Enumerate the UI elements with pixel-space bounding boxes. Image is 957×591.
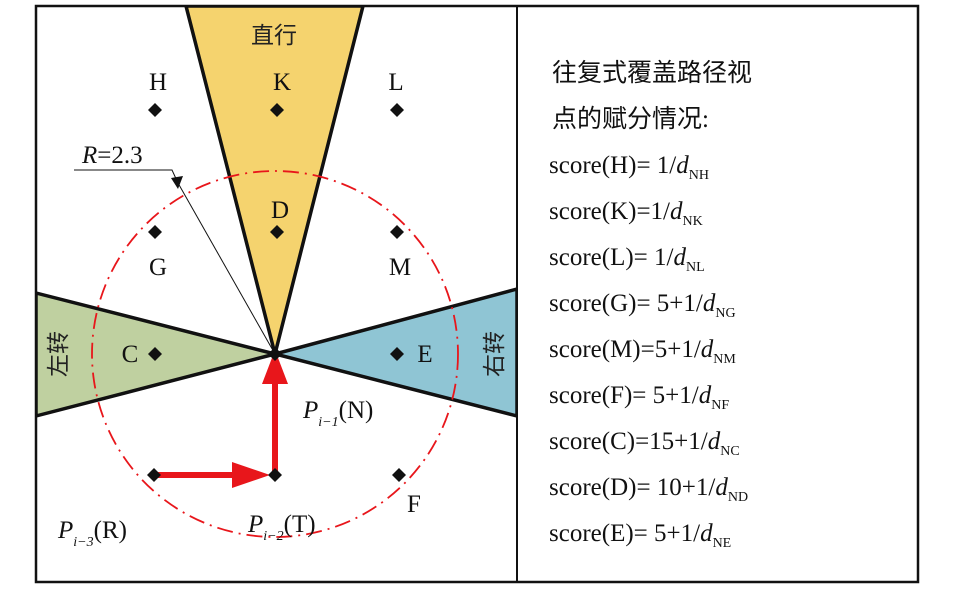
point-label-e: E (417, 341, 432, 368)
radius-line (177, 182, 276, 355)
score-line: score(H)= 1/dNH (549, 152, 709, 183)
marker-l (390, 103, 404, 117)
arrow-t-to-n-head (262, 350, 288, 384)
marker-g (148, 225, 162, 239)
marker-r (147, 468, 161, 482)
score-line: score(M)=5+1/dNM (549, 336, 736, 367)
marker-c (148, 347, 162, 361)
marker-k (270, 103, 284, 117)
radius-circle (91, 170, 459, 538)
path-point-previous-label: Pi−2(T) (247, 511, 316, 544)
radius-label: R=2.3 (81, 142, 143, 169)
score-line: score(F)= 5+1/dNF (549, 382, 729, 413)
outer-frame (34, 4, 920, 584)
radius-arrowhead (171, 176, 183, 189)
panel-title-line1: 往复式覆盖路径视 (552, 59, 752, 87)
sector-left-turn-label: 左转 (46, 331, 71, 377)
marker-e (390, 347, 404, 361)
point-label-l: L (388, 69, 403, 96)
point-label-m: M (389, 254, 411, 281)
score-line: score(C)=15+1/dNC (549, 428, 740, 459)
point-label-d: D (271, 197, 289, 224)
path-point-start-label: Pi−3(R) (57, 517, 127, 550)
score-line: score(D)= 10+1/dND (549, 474, 748, 505)
path-point-current-label: Pi−1(N) (302, 397, 373, 430)
marker-m (390, 225, 404, 239)
point-label-h: H (149, 69, 167, 96)
sector-straight (184, 6, 365, 355)
path-arrows (155, 350, 288, 488)
score-line: score(L)= 1/dNL (549, 244, 705, 275)
sector-straight-label: 直行 (251, 23, 297, 48)
point-label-g: G (149, 254, 167, 281)
score-line: score(K)=1/dNK (549, 198, 703, 229)
point-label-c: C (122, 341, 139, 368)
panel-title-line2: 点的赋分情况: (552, 105, 709, 133)
marker-f (392, 468, 406, 482)
arrow-r-to-t-head (232, 462, 270, 488)
point-label-f: F (407, 491, 421, 518)
score-line: score(E)= 5+1/dNE (549, 520, 731, 551)
scoring-panel: 往复式覆盖路径视 点的赋分情况: score(H)= 1/dNH score(K)… (549, 59, 752, 551)
marker-d (270, 225, 284, 239)
point-label-k: K (273, 69, 291, 96)
marker-h (148, 103, 162, 117)
marker-n (268, 347, 282, 361)
sector-right-turn-label: 右转 (482, 331, 507, 377)
marker-t (268, 468, 282, 482)
score-line: score(G)= 5+1/dNG (549, 290, 736, 321)
